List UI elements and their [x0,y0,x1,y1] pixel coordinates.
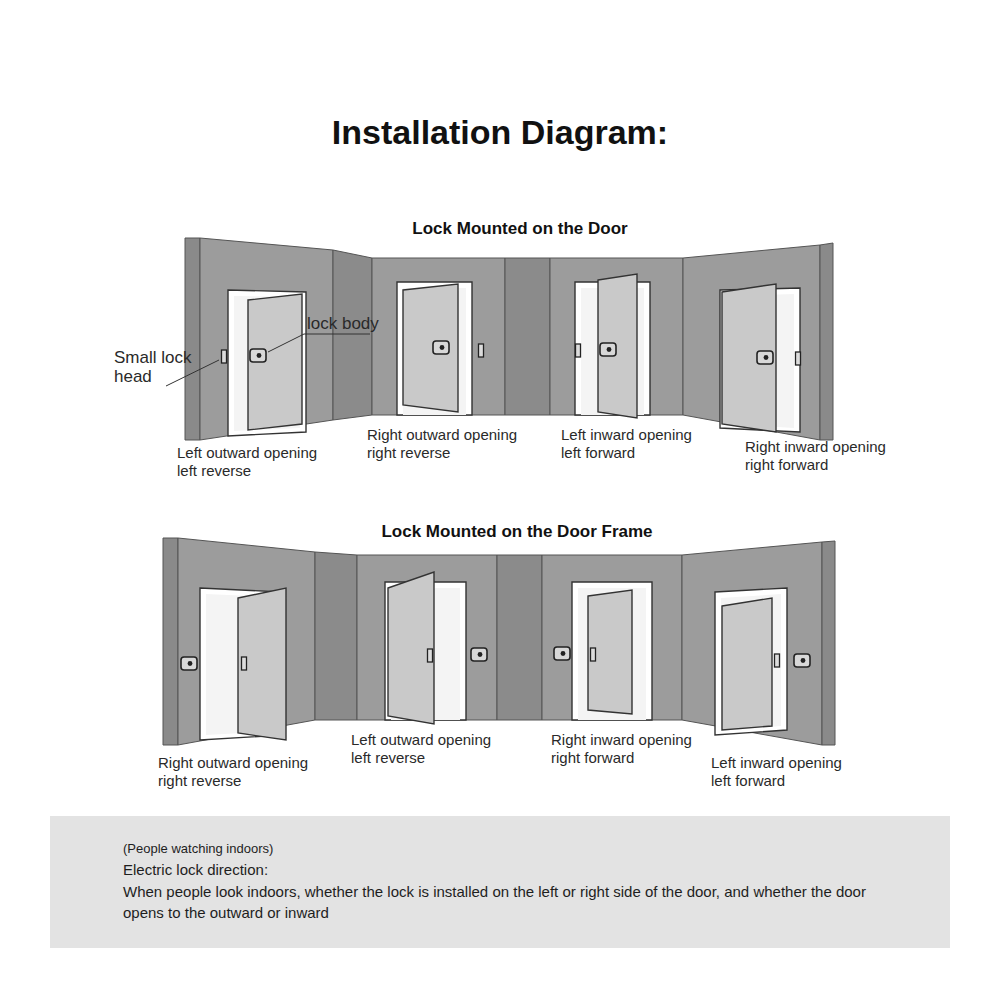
door-caption: Right inward opening [745,438,886,456]
door-caption: Right outward opening [158,754,308,772]
door-caption: right reverse [367,444,450,462]
door-caption: left forward [711,772,785,790]
section-heading: Lock Mounted on the Door [412,219,627,239]
note-text: When people look indoors, whether the lo… [123,881,890,925]
door-caption: Left outward opening [351,731,491,749]
note-heading: (People watching indoors) [123,840,890,859]
door-caption: right forward [745,456,828,474]
note-text: Electric lock direction: [123,859,890,881]
door-caption: left reverse [177,462,251,480]
door-caption: right reverse [158,772,241,790]
door-caption: Left inward opening [711,754,842,772]
part-name: lock body [307,314,379,334]
door-caption: left reverse [351,749,425,767]
note-panel: (People watching indoors)Electric lock d… [50,816,950,948]
door-caption: right forward [551,749,634,767]
diagram-title: Installation Diagram: [332,112,668,153]
door-caption: Left outward opening [177,444,317,462]
door-caption: Right inward opening [551,731,692,749]
door-caption: Left inward opening [561,426,692,444]
door-caption: left forward [561,444,635,462]
part-name: Small lock head [114,349,214,386]
door-caption: Right outward opening [367,426,517,444]
section-heading: Lock Mounted on the Door Frame [381,522,652,542]
